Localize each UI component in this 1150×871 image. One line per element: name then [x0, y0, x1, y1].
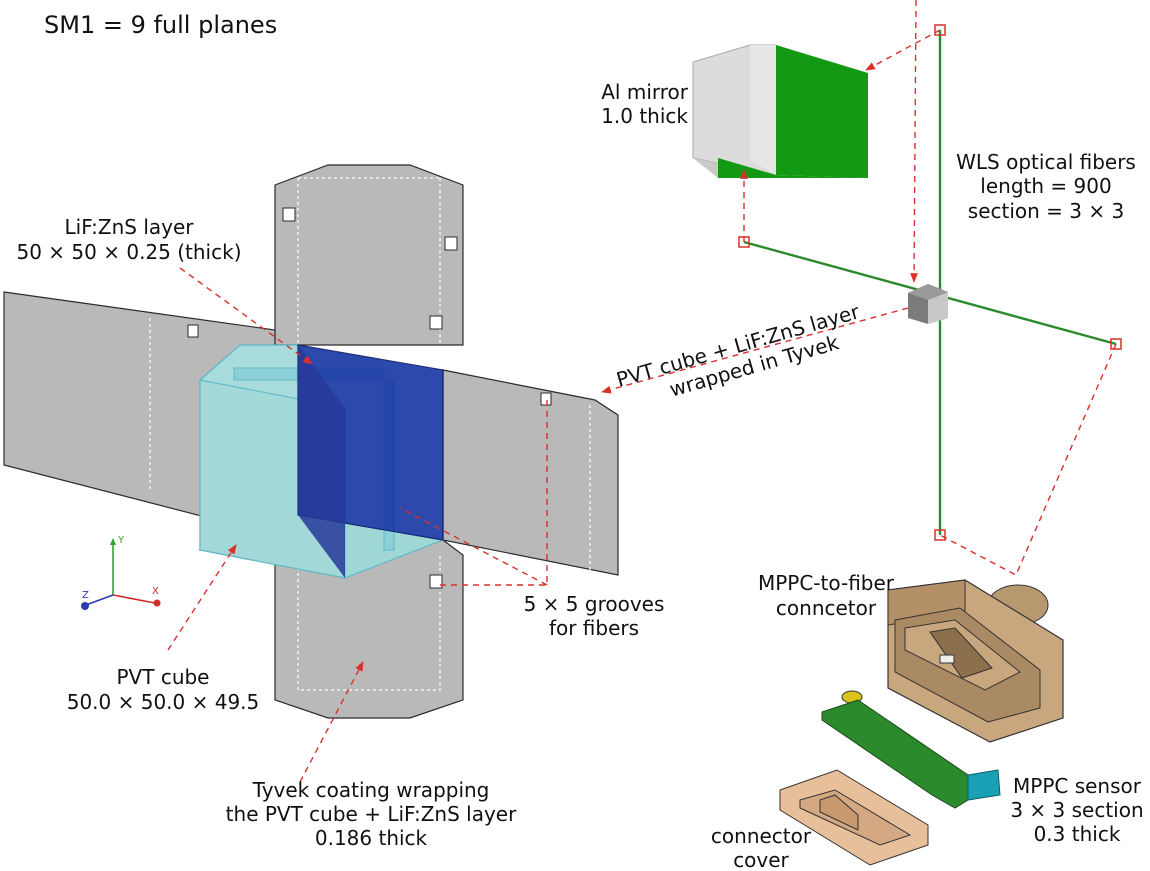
al-mirror [692, 44, 868, 178]
wls-label-3: section = 3 × 3 [968, 199, 1124, 223]
pvt-label-2: 50.0 × 50.0 × 49.5 [67, 690, 260, 714]
tyvek-label-2: the PVT cube + LiF:ZnS layer [226, 802, 517, 826]
diagram-title: SM1 = 9 full planes [44, 11, 277, 39]
mppc-connector [887, 579, 1064, 743]
mirror-label-2: 1.0 thick [601, 104, 688, 128]
axis-y-label: Y [117, 535, 125, 546]
axis-x-label: X [152, 586, 159, 597]
leader-lines [167, 0, 1117, 783]
wls-fibers [738, 24, 1122, 541]
lif-label-1: LiF:ZnS layer [65, 215, 195, 239]
lif-zns-layer [297, 344, 444, 578]
pvt-label-1: PVT cube [117, 665, 210, 689]
mppc-sensor-label-1: MPPC sensor [1013, 774, 1142, 798]
tyvek-label-1: Tyvek coating wrapping [252, 778, 490, 802]
grooves-label-1: 5 × 5 grooves [524, 592, 665, 616]
tyvek-label-3: 0.186 thick [315, 826, 428, 850]
mppc-conn-label-1: MPPC-to-fiber [758, 571, 895, 595]
mppc-sensor-label-3: 0.3 thick [1034, 822, 1121, 846]
mirror-label-1: Al mirror [601, 80, 689, 104]
mppc-conn-label-2: conncetor [776, 596, 877, 620]
grooves-label-2: for fibers [549, 616, 639, 640]
cover-label-2: cover [733, 848, 789, 871]
wls-label-1: WLS optical fibers [956, 150, 1136, 174]
cover-label-1: connector [711, 824, 812, 848]
connector-cover [779, 769, 929, 866]
mppc-pcb [821, 690, 1001, 809]
tyvek-right-strip [442, 369, 619, 576]
wls-label-2: length = 900 [980, 174, 1111, 198]
axis-z-label: Z [82, 590, 89, 601]
lif-label-2: 50 × 50 × 0.25 (thick) [17, 240, 242, 264]
tyvek-bottom-flap [274, 539, 464, 719]
axis-triad: Y X Z [81, 535, 161, 610]
mppc-sensor-label-2: 3 × 3 section [1010, 798, 1143, 822]
